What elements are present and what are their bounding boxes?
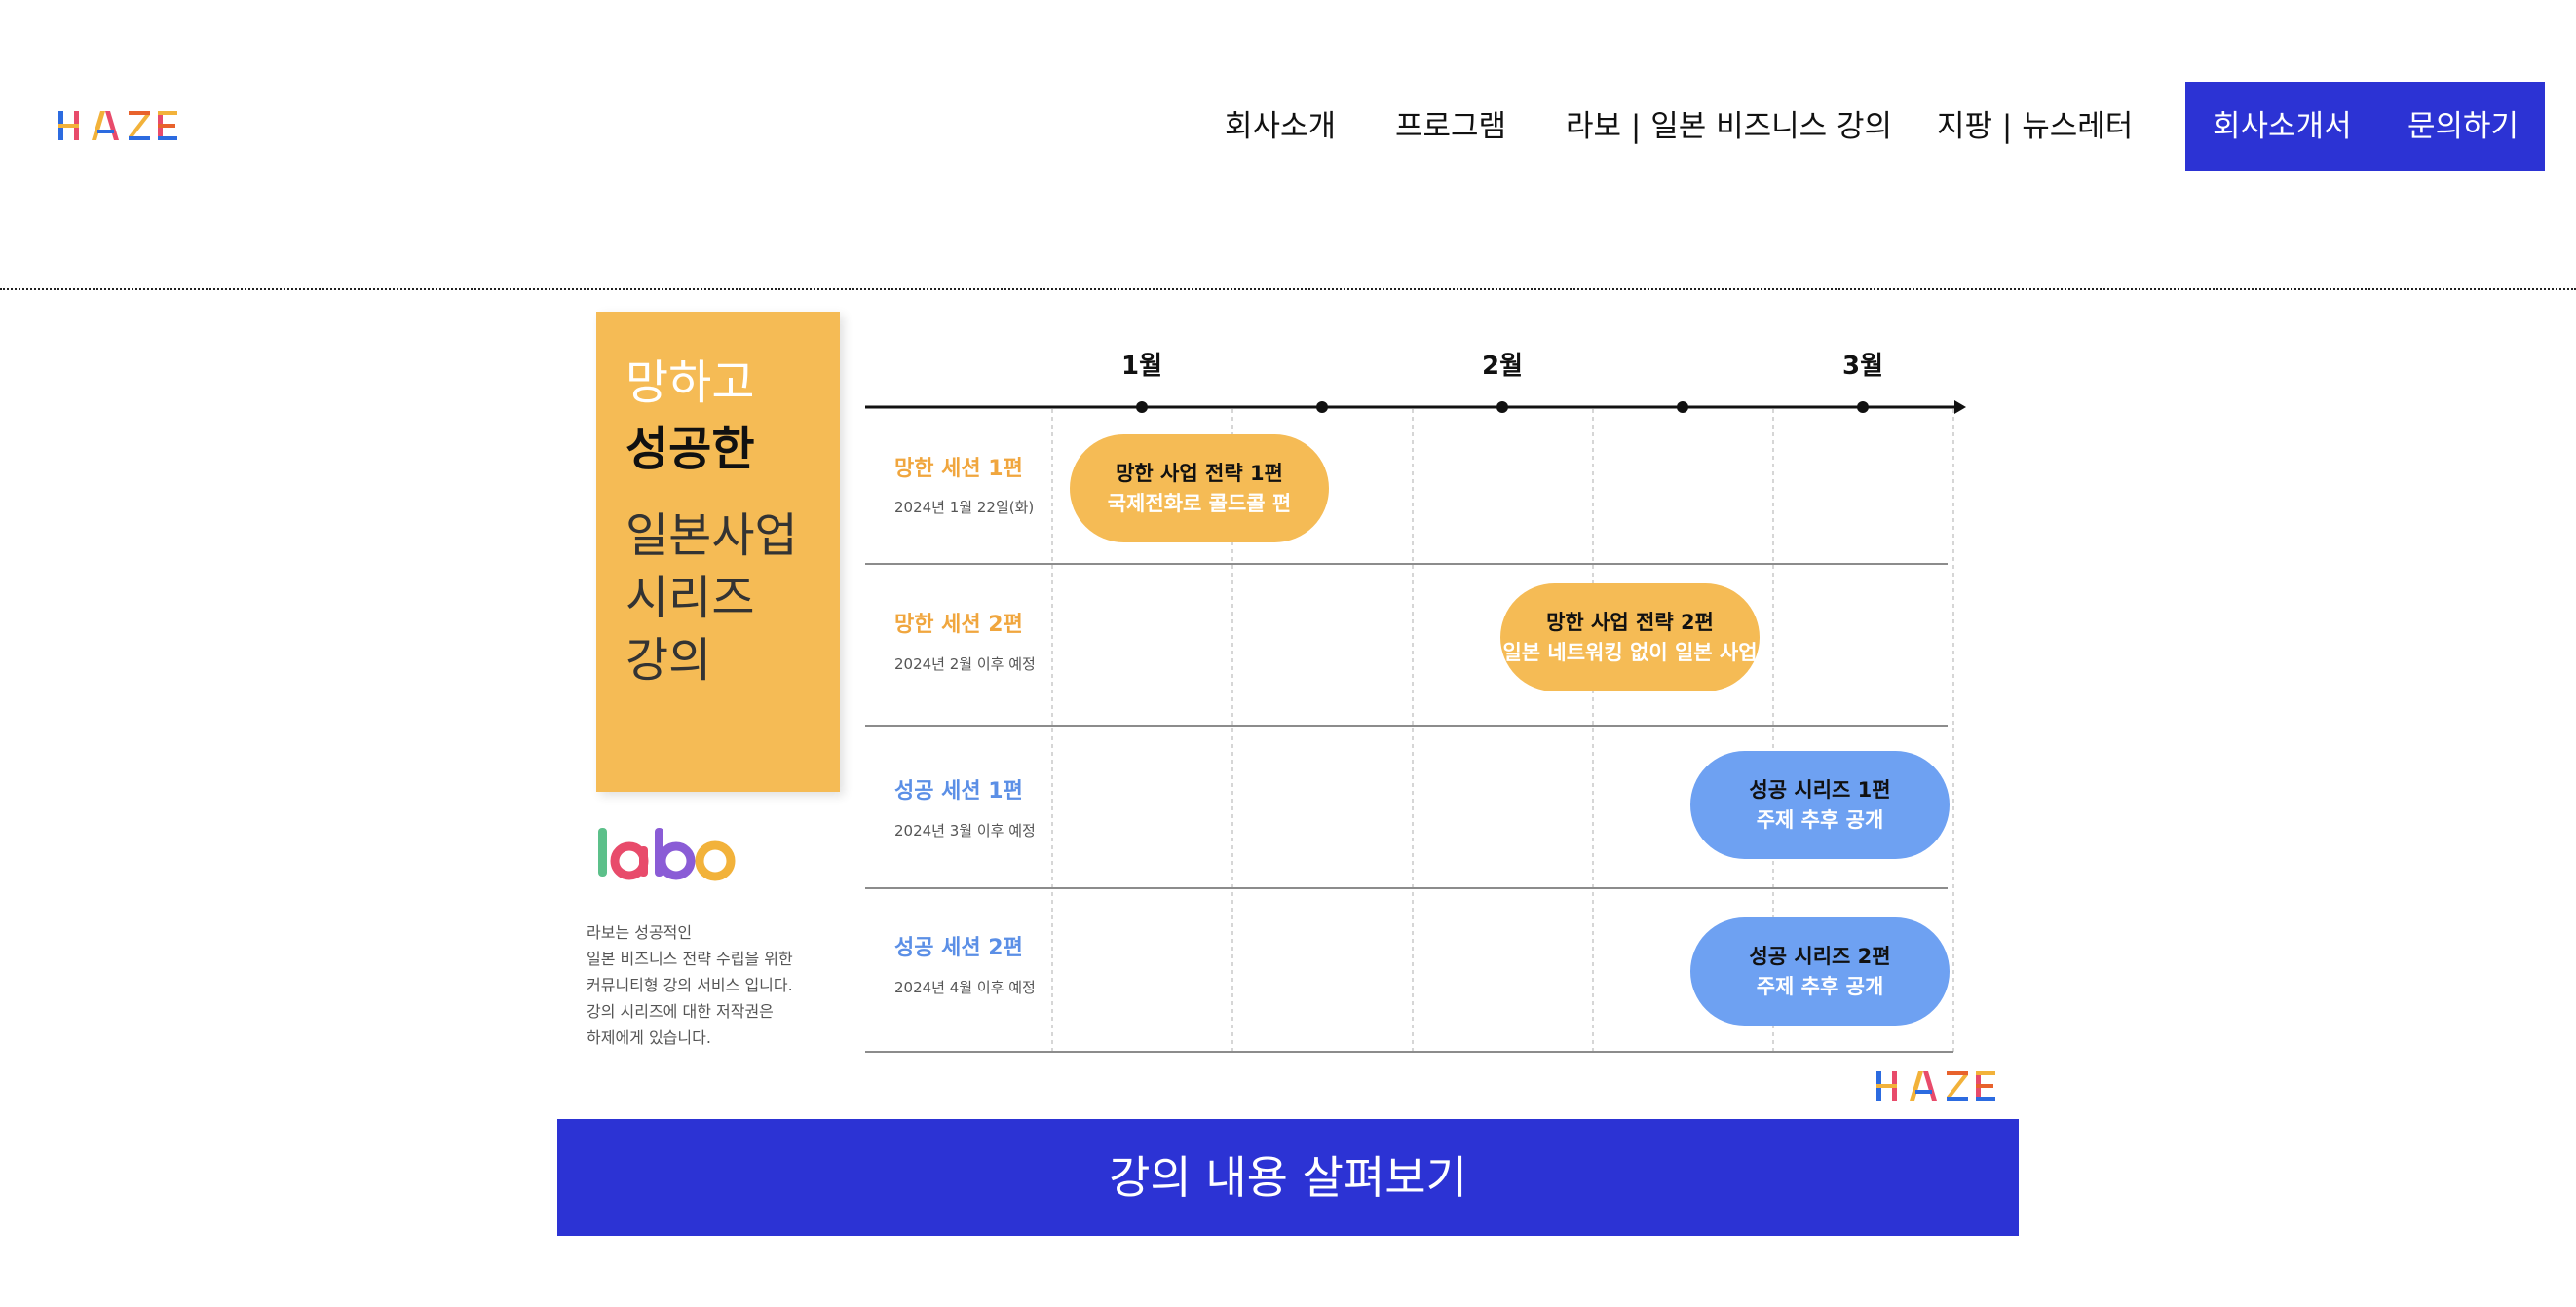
- nav-program[interactable]: 프로그램: [1395, 109, 1507, 144]
- labo-logo: [598, 828, 736, 881]
- month-mar: 3월: [1842, 352, 1883, 381]
- contact-button[interactable]: 문의하기: [2407, 109, 2519, 144]
- session-label: 성공 세션 1편: [894, 779, 1023, 803]
- session-pill: 성공 시리즈 2편 주제 추후 공개: [1690, 917, 1950, 1026]
- nav-zipang[interactable]: 지팡 | 뉴스레터: [1937, 109, 2134, 144]
- session-date: 2024년 2월 이후 예정: [894, 655, 1036, 673]
- nav-labo[interactable]: 라보 | 일본 비즈니스 강의: [1566, 109, 1893, 144]
- site-header: 회사소개 프로그램 라보 | 일본 비즈니스 강의 지팡 | 뉴스레터 회사소개…: [0, 0, 2576, 288]
- session-label: 망한 세션 1편: [894, 457, 1023, 481]
- session-label: 성공 세션 2편: [894, 936, 1023, 960]
- session-pill-title: 성공 시리즈 2편: [1749, 945, 1891, 968]
- session-pill-subtitle: 국제전화로 콜드콜 편: [1107, 492, 1292, 515]
- month-jan: 1월: [1121, 352, 1162, 381]
- title-line-4: 시리즈: [625, 571, 755, 625]
- session-label: 망한 세션 2편: [894, 613, 1023, 637]
- session-pill: 성공 시리즈 1편 주제 추후 공개: [1690, 751, 1950, 859]
- labo-description-5: 하제에게 있습니다.: [587, 1028, 711, 1047]
- session-pill-title: 망한 사업 전략 2편: [1546, 611, 1714, 634]
- session-pill-subtitle: 주제 추후 공개: [1756, 975, 1884, 998]
- session-date: 2024년 3월 이후 예정: [894, 822, 1036, 840]
- lecture-banner: 망하고 성공한 일본사업 시리즈 강의 라보는 성공적인 일본 비즈니스 전략 …: [557, 312, 2019, 1119]
- nav-company[interactable]: 회사소개: [1225, 109, 1337, 144]
- title-line-3: 일본사업: [625, 508, 798, 563]
- haze-logo[interactable]: [57, 109, 179, 142]
- company-brochure-button[interactable]: 회사소개서: [2213, 109, 2352, 144]
- header-cta-group: 회사소개서 문의하기: [2185, 82, 2545, 171]
- session-pill-subtitle: 주제 추후 공개: [1756, 808, 1884, 832]
- title-line-5: 강의: [625, 633, 712, 688]
- session-pill-title: 성공 시리즈 1편: [1749, 778, 1891, 802]
- series-title-box: 망하고 성공한 일본사업 시리즈 강의: [596, 312, 840, 792]
- haze-footer-logo: [1876, 1071, 1995, 1101]
- session-pill: 망한 사업 전략 2편 일본 네트워킹 없이 일본 사업: [1500, 583, 1760, 691]
- main-nav: 회사소개 프로그램 라보 | 일본 비즈니스 강의 지팡 | 뉴스레터: [0, 101, 2576, 152]
- session-pill-title: 망한 사업 전략 1편: [1116, 462, 1283, 485]
- view-lecture-content-button[interactable]: 강의 내용 살펴보기: [557, 1119, 2019, 1236]
- session-pill-subtitle: 일본 네트워킹 없이 일본 사업: [1502, 641, 1758, 664]
- title-line-1: 망하고: [625, 355, 755, 410]
- session-pill: 망한 사업 전략 1편 국제전화로 콜드콜 편: [1070, 434, 1329, 542]
- header-divider: [0, 288, 2576, 290]
- labo-description-2: 일본 비즈니스 전략 수립을 위한: [587, 950, 793, 968]
- session-date: 2024년 4월 이후 예정: [894, 979, 1036, 996]
- timeline-grid: 1월 2월 3월: [865, 352, 1966, 1053]
- labo-description-4: 강의 시리즈에 대한 저작권은: [587, 1002, 774, 1021]
- title-line-2: 성공한: [625, 422, 755, 476]
- session-date: 2024년 1월 22일(화): [894, 499, 1035, 516]
- labo-description-1: 라보는 성공적인: [587, 923, 693, 942]
- month-feb: 2월: [1482, 352, 1523, 381]
- labo-description-3: 커뮤니티형 강의 서비스 입니다.: [587, 976, 793, 994]
